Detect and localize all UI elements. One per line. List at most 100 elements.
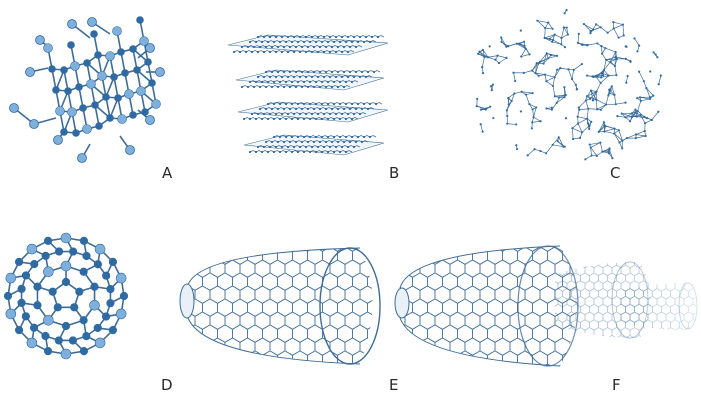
graphite-atom — [289, 141, 291, 143]
amorphous-atom — [640, 114, 642, 116]
graphite-atom — [261, 41, 263, 43]
amorphous-atom — [629, 61, 631, 63]
graphite-atom — [369, 41, 371, 43]
amorphous-atom — [595, 76, 597, 78]
amorphous-atom — [604, 47, 606, 49]
graphite-atom — [335, 113, 337, 115]
diamond-atom — [36, 36, 45, 45]
amorphous-atom — [609, 89, 611, 91]
graphite-atom — [299, 51, 301, 53]
amorphous-bond — [572, 123, 578, 128]
fullerene-atom — [15, 326, 23, 334]
graphite-atom — [239, 51, 241, 53]
graphite-atom — [281, 51, 283, 53]
diamond-atom — [122, 70, 129, 77]
amorphous-atom — [556, 69, 558, 71]
amorphous-bond — [572, 70, 574, 79]
panel-label-e: E — [389, 376, 398, 394]
amorphous-atom — [560, 37, 562, 39]
amorphous-atom — [481, 66, 483, 68]
graphite-atom — [307, 86, 309, 88]
amorphous-bond — [582, 126, 589, 133]
graphite-atom — [333, 41, 335, 43]
amorphous-atom — [578, 106, 580, 108]
graphite-atom — [281, 113, 283, 115]
graphite-atom — [313, 86, 315, 88]
fullerene-atom — [95, 244, 105, 254]
amorphous-bond — [596, 100, 597, 110]
amorphous-atom — [585, 99, 587, 101]
graphite-atom — [273, 103, 275, 105]
amorphous-bond — [638, 101, 641, 111]
graphite-atom — [325, 86, 327, 88]
graphite-atom — [269, 146, 271, 148]
diamond-atom — [98, 72, 107, 81]
amorphous-atom — [551, 109, 553, 111]
graphite-atom — [313, 71, 315, 73]
amorphous-atom — [596, 108, 598, 110]
graphite-atom — [303, 151, 305, 153]
graphite-atom — [335, 51, 337, 53]
amorphous-atom — [489, 45, 491, 47]
amorphous-atom — [516, 148, 518, 150]
graphite-atom — [321, 81, 323, 83]
diamond-atom — [56, 107, 65, 116]
amorphous-atom — [500, 41, 502, 43]
fullerene-atom — [27, 244, 37, 254]
amorphous-atom — [531, 70, 533, 72]
graphite-atom — [327, 151, 329, 153]
graphite-atom — [361, 71, 363, 73]
fullerene-atom — [44, 347, 52, 355]
amorphous-bond — [604, 131, 614, 133]
diamond-atom — [88, 18, 97, 27]
amorphous-atom — [605, 59, 607, 61]
graphite-atom — [295, 141, 297, 143]
amorphous-atom — [563, 26, 565, 28]
amorphous-atom — [545, 80, 547, 82]
amorphous-atom — [621, 147, 623, 149]
amorphous-atom — [586, 74, 588, 76]
graphite-atom — [305, 36, 307, 38]
amorphous-atom — [564, 46, 566, 48]
graphite-atom — [297, 136, 299, 138]
diamond-atom — [113, 27, 122, 36]
amorphous-atom — [635, 133, 637, 135]
amorphous-atom — [562, 146, 564, 148]
amorphous-bond — [616, 103, 626, 105]
graphite-atom — [277, 71, 279, 73]
amorphous-atom — [578, 109, 580, 111]
graphite-atom — [287, 146, 289, 148]
graphite-atom — [249, 81, 251, 83]
graphite-atom — [315, 41, 317, 43]
panel-f-multi-wall-nanotube — [395, 240, 701, 375]
graphite-atom — [319, 71, 321, 73]
graphite-atom — [357, 136, 359, 138]
graphite-atom — [347, 113, 349, 115]
graphite-atom — [349, 71, 351, 73]
nanotube-far-opening — [180, 284, 194, 318]
graphite-atom — [315, 118, 317, 120]
fullerene-atom — [15, 258, 23, 266]
amorphous-atom — [576, 88, 578, 90]
graphite-atom — [303, 118, 305, 120]
amorphous-atom — [554, 33, 556, 35]
graphite-atom — [329, 36, 331, 38]
amorphous-atom — [567, 33, 569, 35]
graphite-atom — [337, 86, 339, 88]
graphite-atom — [327, 103, 329, 105]
amorphous-atom — [613, 128, 615, 130]
amorphous-bond — [600, 143, 602, 152]
fullerene-atom — [55, 248, 63, 256]
amorphous-atom — [520, 55, 522, 57]
graphite-atom — [327, 41, 329, 43]
amorphous-atom — [581, 131, 583, 133]
amorphous-atom — [498, 62, 500, 64]
diamond-atom — [84, 60, 91, 67]
amorphous-atom — [525, 48, 527, 50]
graphite-atom — [345, 103, 347, 105]
graphite-atom — [241, 86, 243, 88]
graphite-atom — [321, 118, 323, 120]
graphite-atom — [293, 36, 295, 38]
fullerene-atom — [4, 292, 12, 300]
fullerene-atom — [91, 283, 99, 291]
